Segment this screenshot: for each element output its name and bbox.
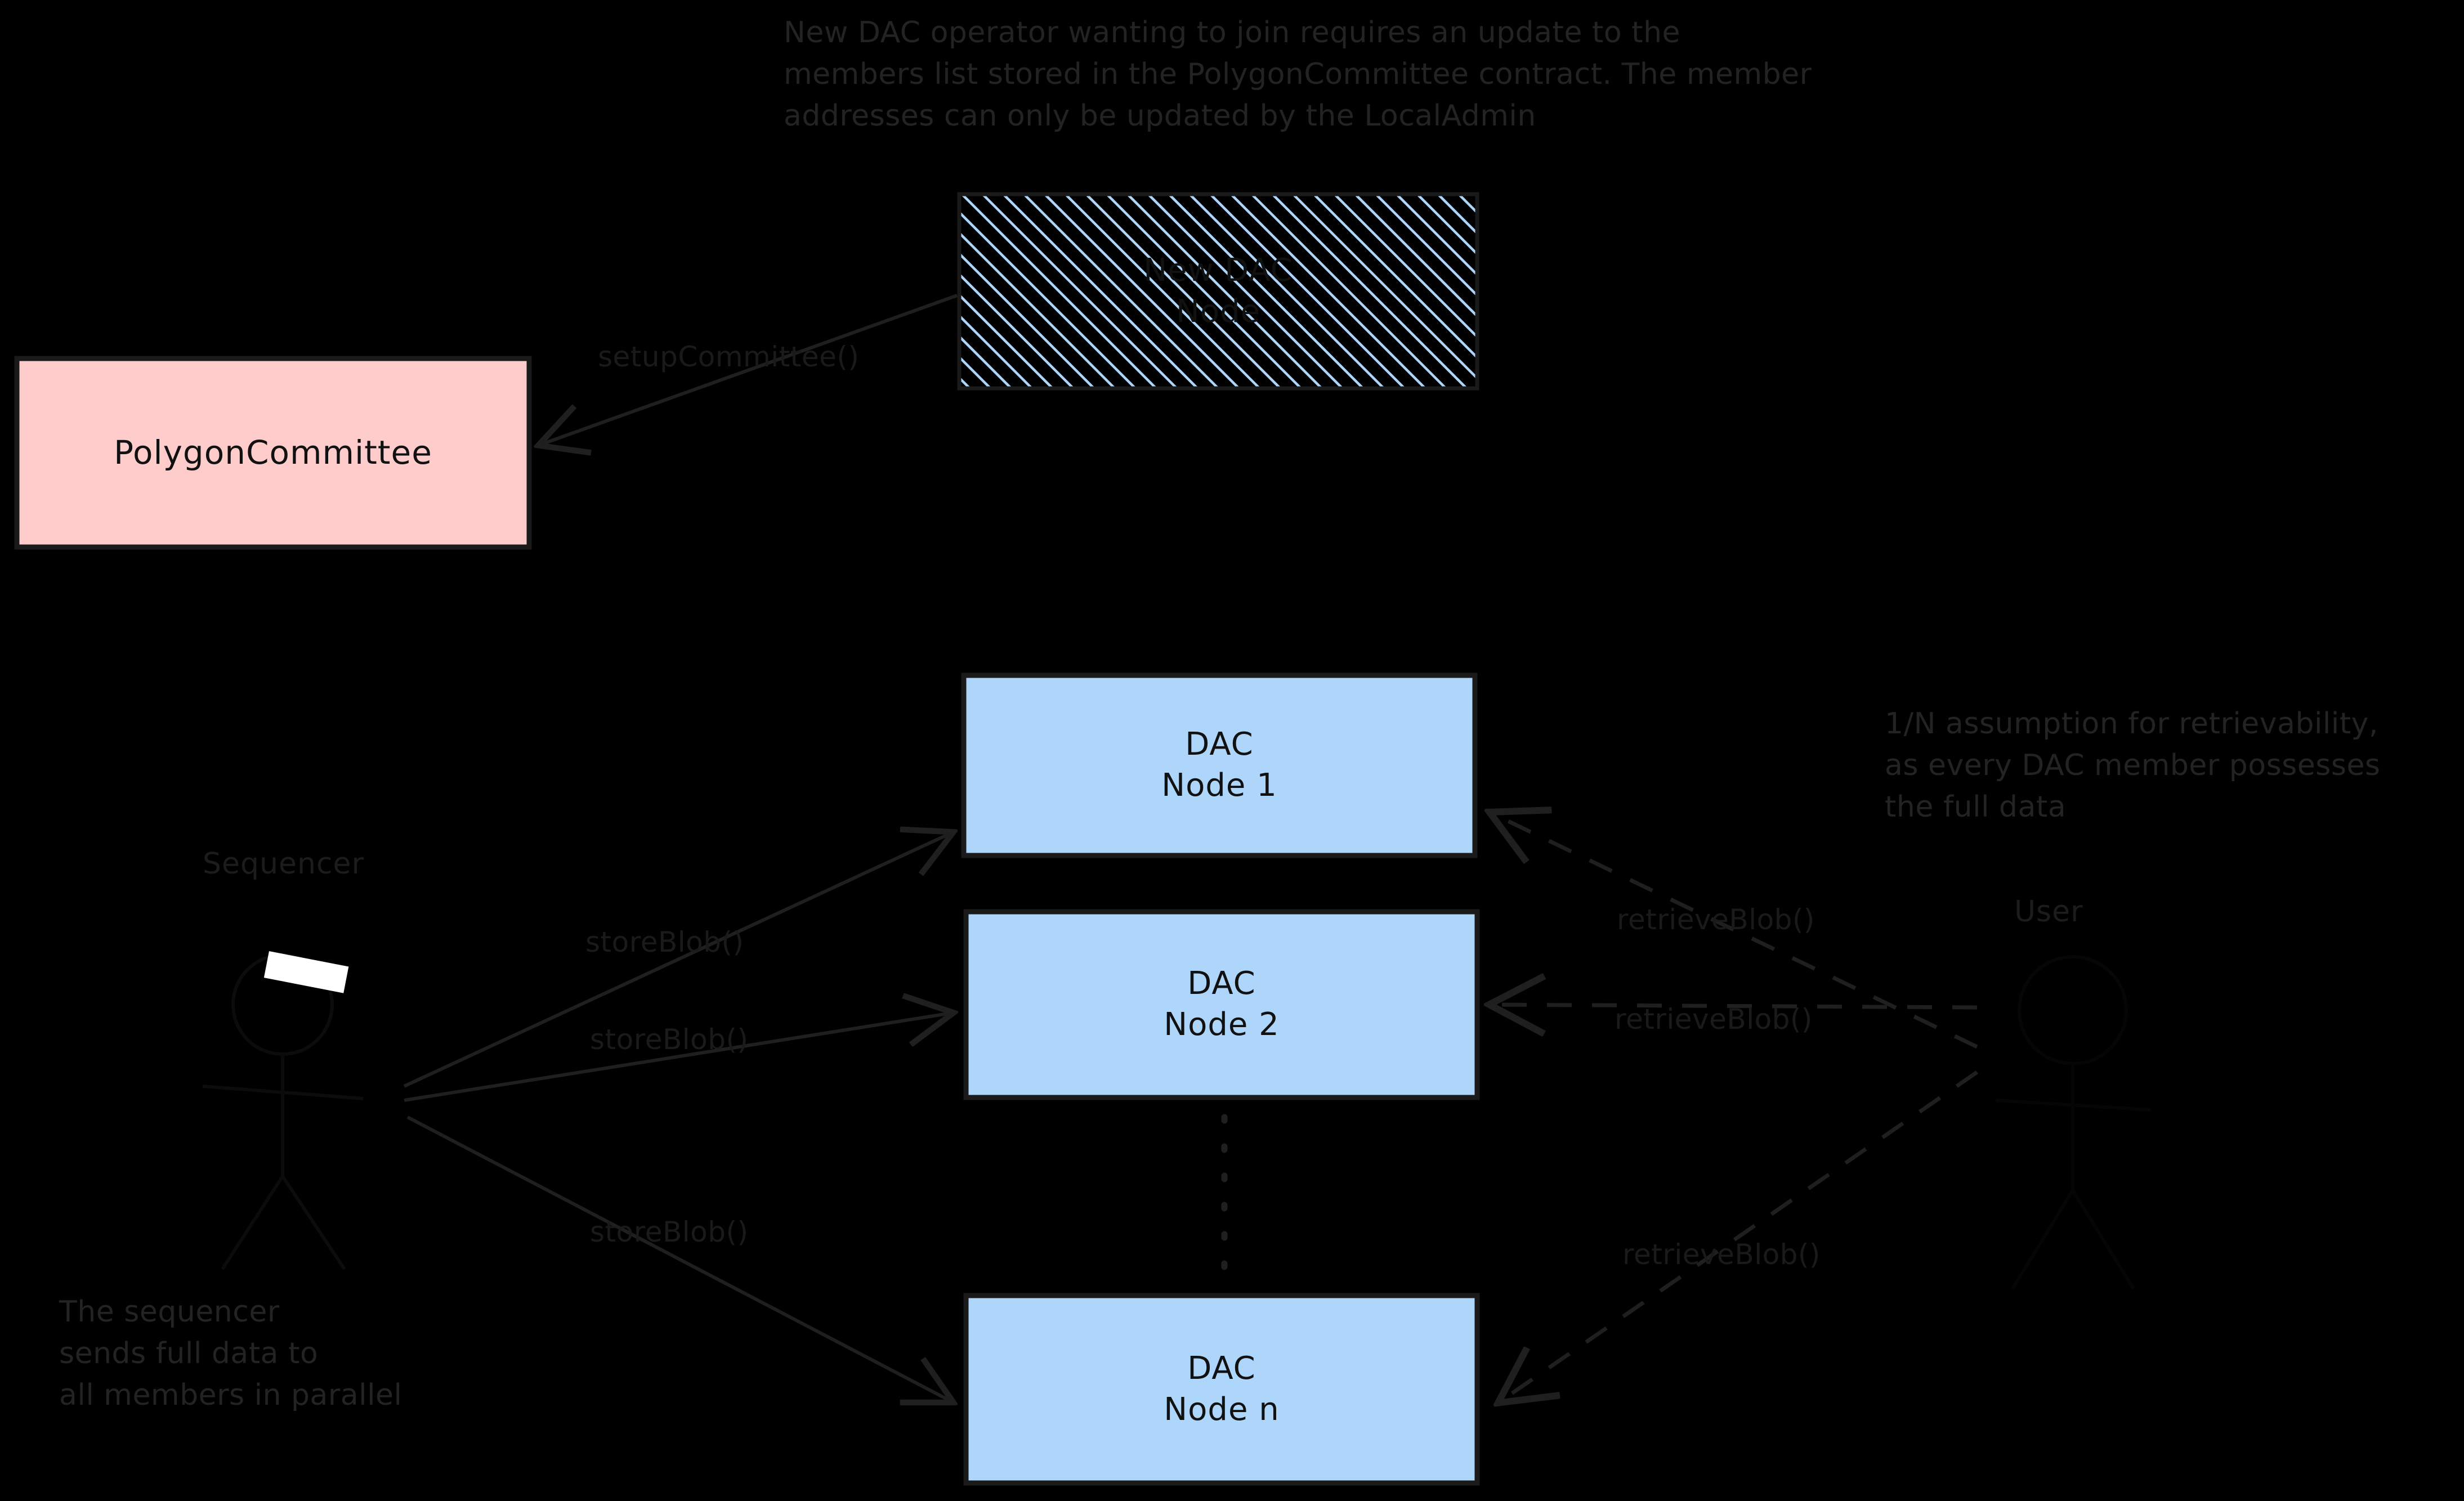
edge-label-retrieve-blob-1: retrieveBlob(): [1617, 903, 1815, 936]
edge-label-retrieve-blob-n: retrieveBlob(): [1622, 1238, 1821, 1271]
edge-label-store-blob-1: storeBlob(): [585, 926, 744, 958]
edge-label-retrieve-blob-2: retrieveBlob(): [1615, 1003, 1813, 1036]
node-dac-node-n[interactable]: [963, 1293, 1480, 1486]
annotation-top: New DAC operator wanting to join require…: [784, 16, 1812, 133]
node-dac-node-1[interactable]: [961, 673, 1478, 858]
sequencer-label: Sequencer: [203, 847, 364, 881]
edge-store-blob-n: [406, 1115, 951, 1401]
user-actor-icon: [1995, 955, 2151, 1290]
annotation-right: 1/N assumption for retrievability, as ev…: [1885, 707, 2381, 824]
edge-retrieve-blob-2: [1492, 1005, 1978, 1007]
edge-label-setup-committee: setupCommittee(): [598, 340, 860, 373]
node-new-dac-node[interactable]: [957, 192, 1479, 391]
node-polygon-committee[interactable]: [14, 356, 532, 550]
edge-retrieve-blob-n: [1500, 1070, 1978, 1401]
node-dac-node-2[interactable]: [963, 909, 1480, 1100]
edge-store-blob-2: [404, 1013, 951, 1102]
annotation-bottom-left: The sequencer sends full data to all mem…: [59, 1295, 403, 1412]
edge-label-store-blob-2: storeBlob(): [590, 1023, 749, 1056]
edge-setup-committee: [540, 294, 958, 445]
user-label: User: [2014, 895, 2083, 929]
edge-store-blob-1: [403, 833, 951, 1088]
edge-label-store-blob-n: storeBlob(): [590, 1216, 749, 1248]
